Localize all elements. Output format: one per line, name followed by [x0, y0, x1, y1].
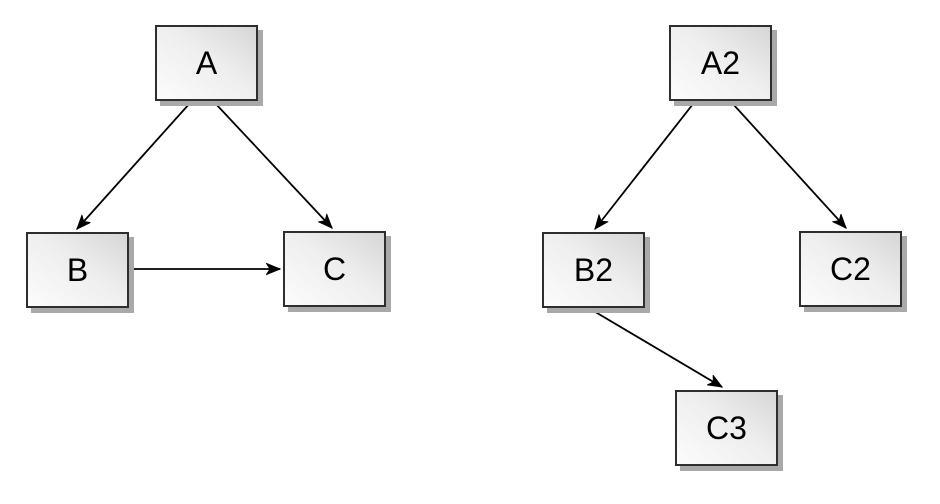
edge-A-C: [214, 102, 332, 228]
node-C2: C2: [799, 231, 902, 307]
node-C-label: C: [322, 251, 347, 287]
node-B2-label: B2: [573, 252, 614, 288]
edge-B2-C3: [591, 309, 722, 388]
node-B: B: [26, 232, 129, 308]
node-C3-label: C3: [706, 410, 747, 446]
node-C2-label: C2: [830, 251, 871, 287]
node-A: A: [155, 25, 258, 101]
edge-A2-C2: [732, 103, 846, 228]
node-B-label: B: [66, 252, 89, 288]
node-A2: A2: [669, 25, 772, 101]
node-A-label: A: [195, 45, 218, 81]
node-C: C: [283, 231, 386, 307]
edge-A2-B2: [595, 103, 694, 229]
node-B2: B2: [542, 232, 645, 308]
node-C3: C3: [675, 390, 778, 466]
node-A2-label: A2: [700, 45, 741, 81]
edge-A-B: [77, 102, 191, 229]
